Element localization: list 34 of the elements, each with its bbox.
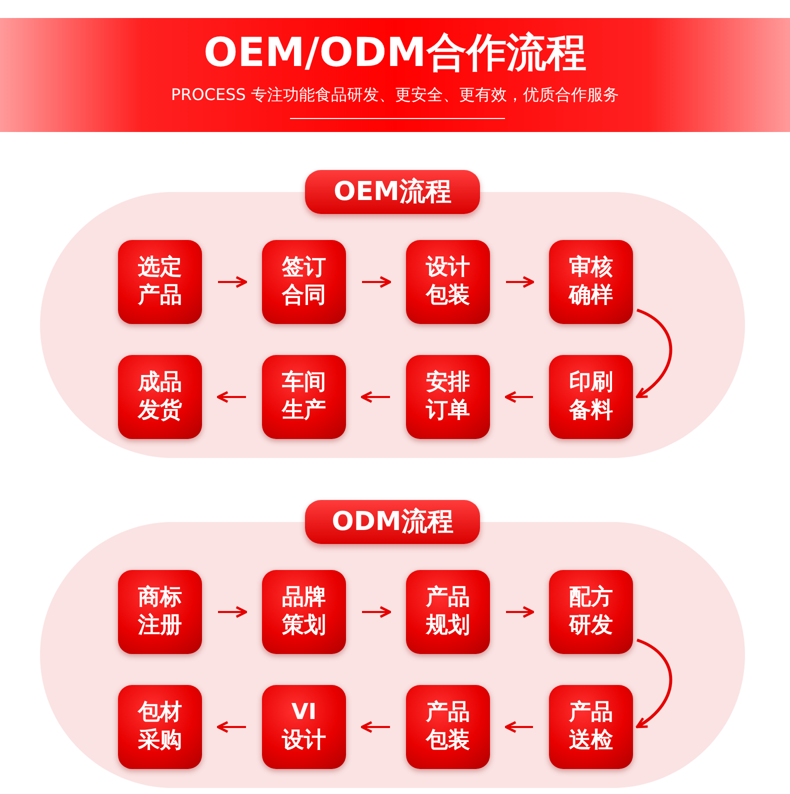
arrow [216, 721, 246, 733]
step-box: 成品发货 [118, 355, 202, 439]
section-heading: OEM流程 [305, 170, 480, 214]
arrow [636, 638, 672, 728]
subtitle: PROCESS 专注功能食品研发、更安全、更有效，优质合作服务 [170, 84, 620, 106]
step-box: VI设计 [262, 685, 346, 769]
arrow [216, 391, 246, 403]
step-box: 审核确样 [549, 240, 633, 324]
step-box: 选定产品 [118, 240, 202, 324]
step-box: 包材采购 [118, 685, 202, 769]
step-box: 产品包装 [406, 685, 490, 769]
step-box: 产品送检 [549, 685, 633, 769]
arrow [504, 721, 533, 733]
step-box: 车间生产 [262, 355, 346, 439]
section-heading: ODM流程 [305, 500, 480, 544]
arrow [218, 276, 248, 288]
step-box: 设计包装 [406, 240, 490, 324]
arrow [362, 606, 392, 618]
arrow [636, 308, 672, 398]
step-box: 签订合同 [262, 240, 346, 324]
step-box: 商标注册 [118, 570, 202, 654]
step-box: 安排订单 [406, 355, 490, 439]
arrow [504, 391, 533, 403]
arrow [506, 276, 534, 288]
arrow [360, 391, 390, 403]
title: OEM/ODM合作流程 [202, 29, 588, 78]
arrow [360, 721, 390, 733]
step-box: 产品规划 [406, 570, 490, 654]
step-box: 品牌策划 [262, 570, 346, 654]
step-box: 印刷备料 [549, 355, 633, 439]
arrow [506, 606, 534, 618]
arrow [218, 606, 248, 618]
step-box: 配方研发 [549, 570, 633, 654]
arrow [362, 276, 392, 288]
